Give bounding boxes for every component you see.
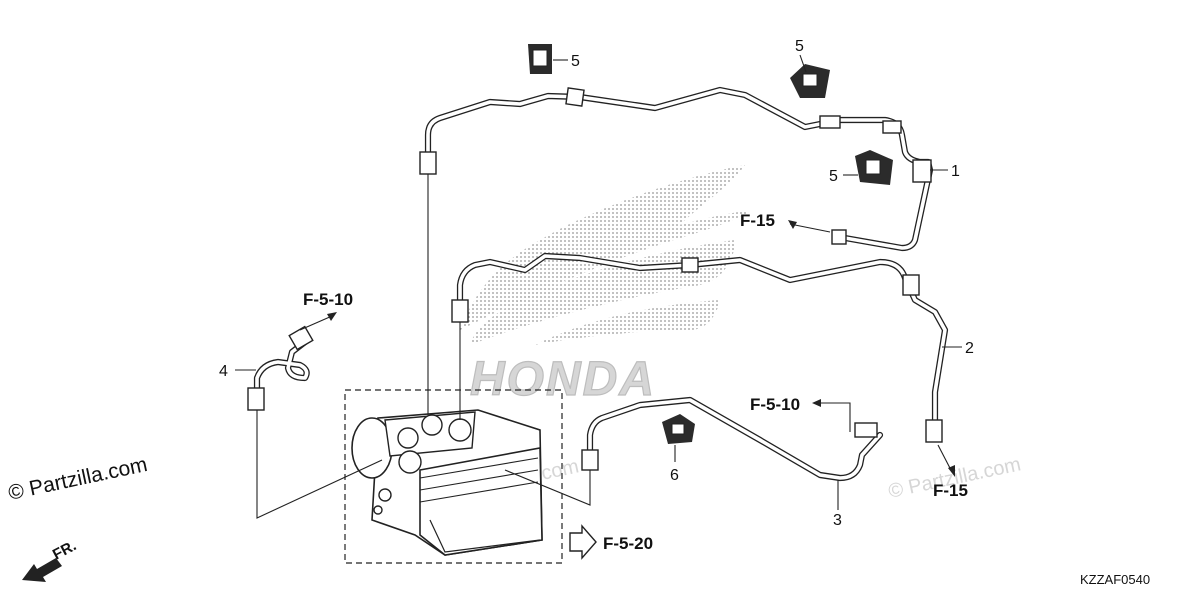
arrow-f520 <box>569 524 597 560</box>
abs-modulator-unit <box>351 409 543 556</box>
pipe-clip-5c <box>855 150 893 185</box>
pipe-1-joint-nut <box>419 151 437 175</box>
callout-5b: 5 <box>795 38 804 55</box>
ref-f510-left[interactable]: F-5-10 <box>303 290 353 309</box>
leader-pipe4-abs <box>256 410 383 519</box>
callout-5a: 5 <box>571 53 580 70</box>
leader-callout-5b <box>799 54 807 73</box>
arrow-f510-left <box>299 315 333 331</box>
pipe-clip-5b <box>790 64 830 98</box>
callout-1: 1 <box>951 163 960 180</box>
front-direction-arrow <box>22 558 62 582</box>
abs-modulator-group-box <box>344 389 563 564</box>
ref-f15-bottom[interactable]: F-15 <box>933 481 968 500</box>
brake-pipe-3 <box>581 396 884 482</box>
honda-wing-watermark <box>460 165 752 345</box>
brake-pipe-2 <box>451 252 949 443</box>
callout-2: 2 <box>965 340 974 357</box>
diagram-code: KZZAF0540 <box>1080 572 1150 587</box>
arrow-f15-top <box>789 223 831 233</box>
pipe-clip-6 <box>662 414 695 444</box>
brake-pipe-4 <box>247 325 314 411</box>
honda-watermark-text: HONDA <box>470 353 656 406</box>
ref-f15-top[interactable]: F-15 <box>740 211 775 230</box>
callout-3: 3 <box>833 512 842 529</box>
copyright-text: © Partzilla.com <box>6 453 149 505</box>
callout-5c: 5 <box>829 168 838 185</box>
leader-pipe3-abs <box>504 469 591 506</box>
ref-f520[interactable]: F-5-20 <box>603 534 653 553</box>
ref-f510-right[interactable]: F-5-10 <box>750 395 800 414</box>
callout-6: 6 <box>670 467 679 484</box>
callout-4: 4 <box>219 363 228 380</box>
arrow-f510-right <box>817 402 851 432</box>
pipe-clip-5a <box>528 44 552 74</box>
